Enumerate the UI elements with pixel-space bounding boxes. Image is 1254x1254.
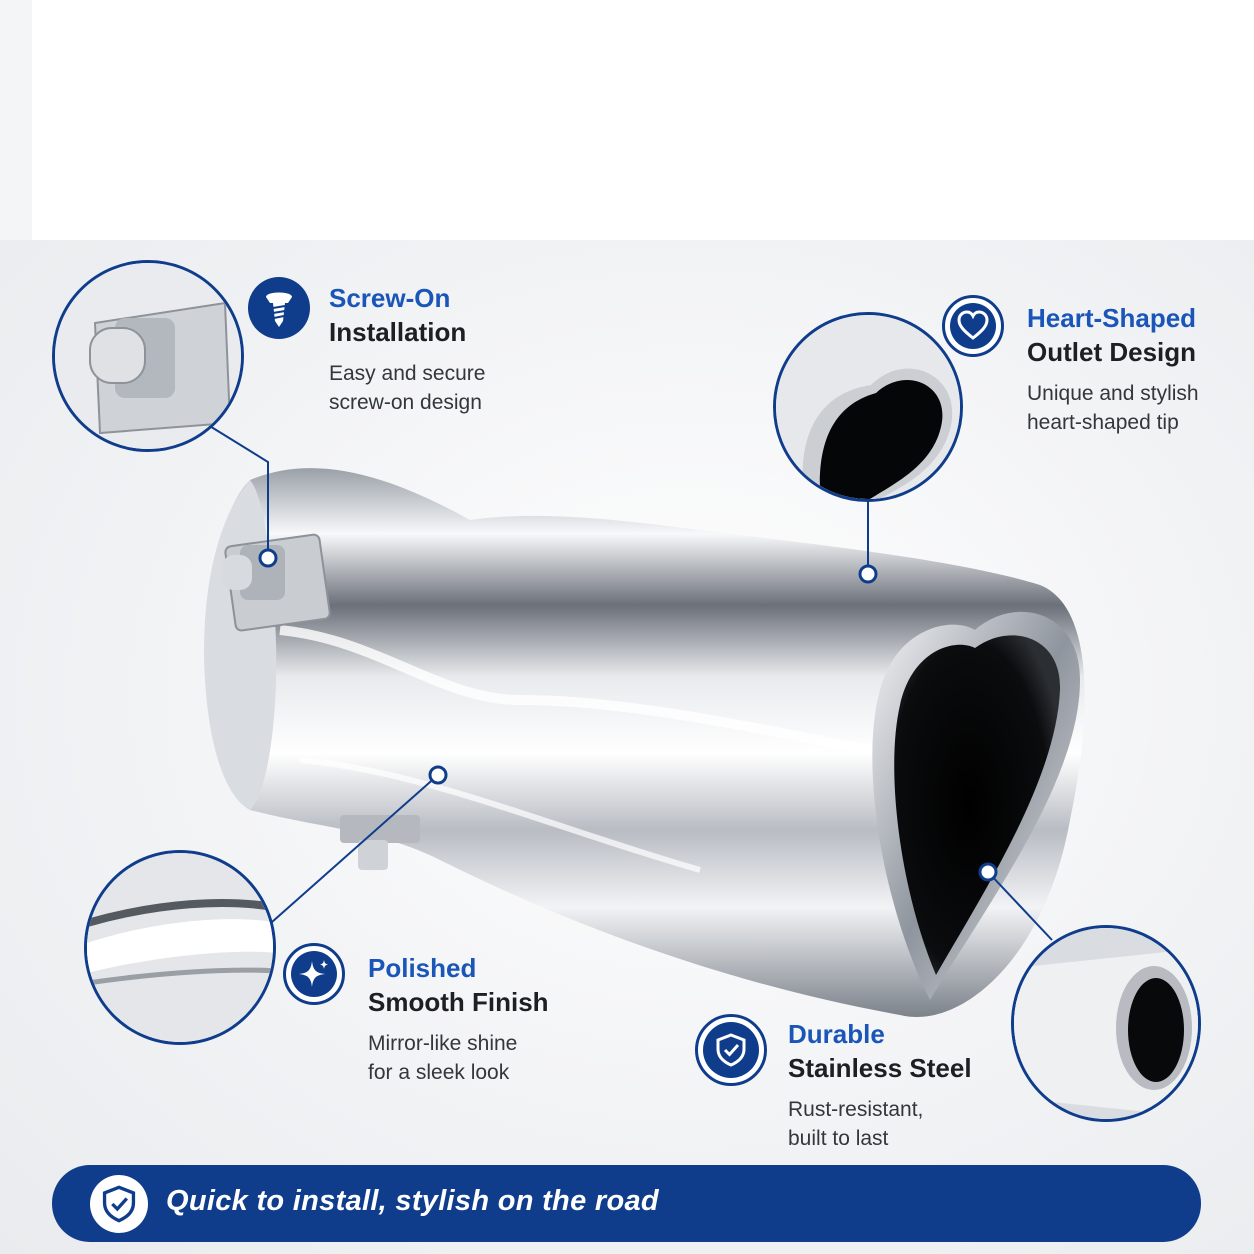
- bottom-banner: Quick to install, stylish on the road: [52, 1165, 1201, 1242]
- feature-description-line: for a sleek look: [368, 1061, 510, 1084]
- clamp-bolt: [222, 533, 331, 632]
- feature-polished: Polished Smooth Finish Mirror-like shine…: [368, 952, 549, 1087]
- detail-circle-steel: [1011, 925, 1201, 1122]
- feature-description-line: Mirror-like shine: [368, 1032, 518, 1055]
- screw-icon: [266, 292, 292, 327]
- heart-icon: [957, 310, 989, 340]
- feature-title: Heart-Shaped: [1027, 303, 1197, 333]
- detail-circle-screw: [52, 260, 244, 452]
- feature-title: Polished: [368, 953, 477, 983]
- banner-text: Quick to install, stylish on the road: [166, 1185, 659, 1217]
- sparkle-icon: [299, 960, 328, 987]
- feature-description: Mirror-like shine for a sleek look: [368, 1029, 549, 1087]
- feature-title: Durable: [788, 1019, 885, 1049]
- feature-description-line: Unique and stylish: [1027, 382, 1199, 405]
- shield-check-icon: [716, 1033, 746, 1067]
- feature-description-line: Rust-resistant,: [788, 1098, 924, 1121]
- shield-check-icon: [102, 1185, 136, 1223]
- top-blank-area: [32, 0, 1254, 240]
- feature-description-line: Easy and secure: [329, 362, 486, 385]
- feature-subtitle: Smooth Finish: [368, 987, 549, 1017]
- banner-badge: [90, 1175, 148, 1233]
- feature-screw-on: Screw-On Installation Easy and secure sc…: [329, 282, 485, 417]
- feature-badge-shield: [695, 1014, 767, 1086]
- exhaust-body: [204, 468, 1085, 1017]
- feature-subtitle: Outlet Design: [1027, 337, 1197, 367]
- connector-lines: [199, 419, 1053, 941]
- feature-badge-sparkle: [283, 943, 345, 1005]
- feature-badge-screw: [248, 277, 310, 339]
- feature-description-line: heart-shaped tip: [1027, 411, 1179, 434]
- feature-title: Screw-On: [329, 283, 451, 313]
- feature-description: Easy and secure screw-on design: [329, 359, 485, 417]
- heart-outlet: [872, 611, 1080, 1000]
- feature-description: Unique and stylish heart-shaped tip: [1027, 379, 1199, 437]
- feature-subtitle: Installation: [329, 317, 467, 347]
- feature-badge-heart: [942, 295, 1004, 357]
- feature-description-line: built to last: [788, 1127, 889, 1150]
- feature-heart-shaped: Heart-Shaped Outlet Design Unique and st…: [1027, 302, 1199, 437]
- feature-description: Rust-resistant, built to last: [788, 1095, 972, 1153]
- detail-circle-heart: [773, 312, 963, 502]
- detail-circle-finish: [84, 850, 276, 1045]
- connector-dots: [258, 548, 998, 882]
- feature-subtitle: Stainless Steel: [788, 1053, 972, 1083]
- bottom-bolt: [340, 815, 420, 870]
- feature-description-line: screw-on design: [329, 391, 482, 414]
- feature-durable: Durable Stainless Steel Rust-resistant, …: [788, 1018, 972, 1153]
